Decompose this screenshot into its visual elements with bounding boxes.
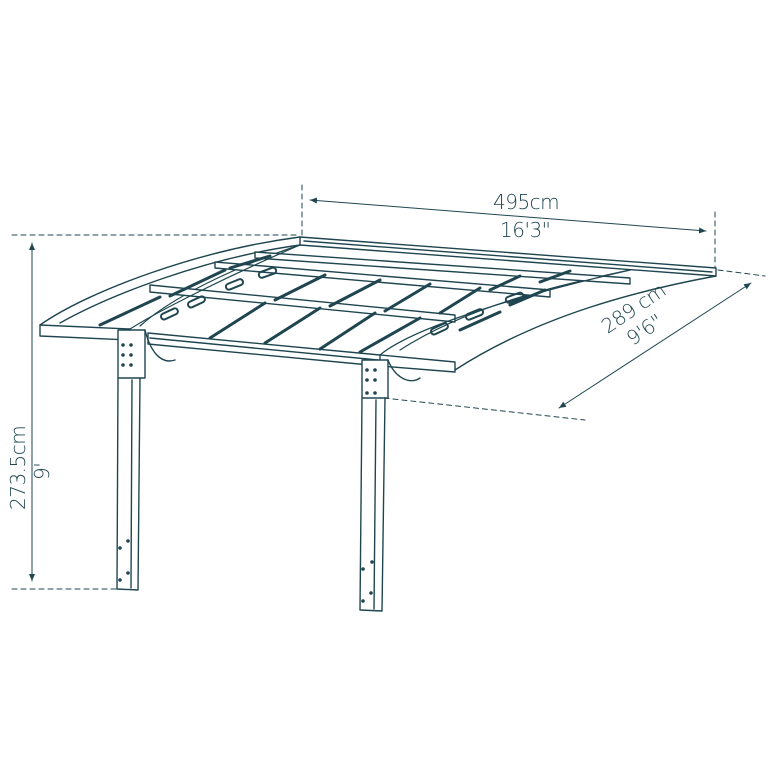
carport-roof [39, 236, 717, 373]
width-metric-label: 495cm [493, 190, 560, 214]
beam-slots [159, 266, 525, 336]
width-dimension-line [301, 184, 716, 271]
width-imperial-label: 16'3" [500, 218, 551, 242]
left-post [116, 329, 176, 591]
depth-dimension-line [383, 269, 766, 421]
right-post [359, 359, 421, 612]
height-imperial-label: 9' [30, 462, 54, 480]
height-metric-label: 273.5cm [6, 425, 30, 510]
height-dimension-line [11, 234, 301, 590]
